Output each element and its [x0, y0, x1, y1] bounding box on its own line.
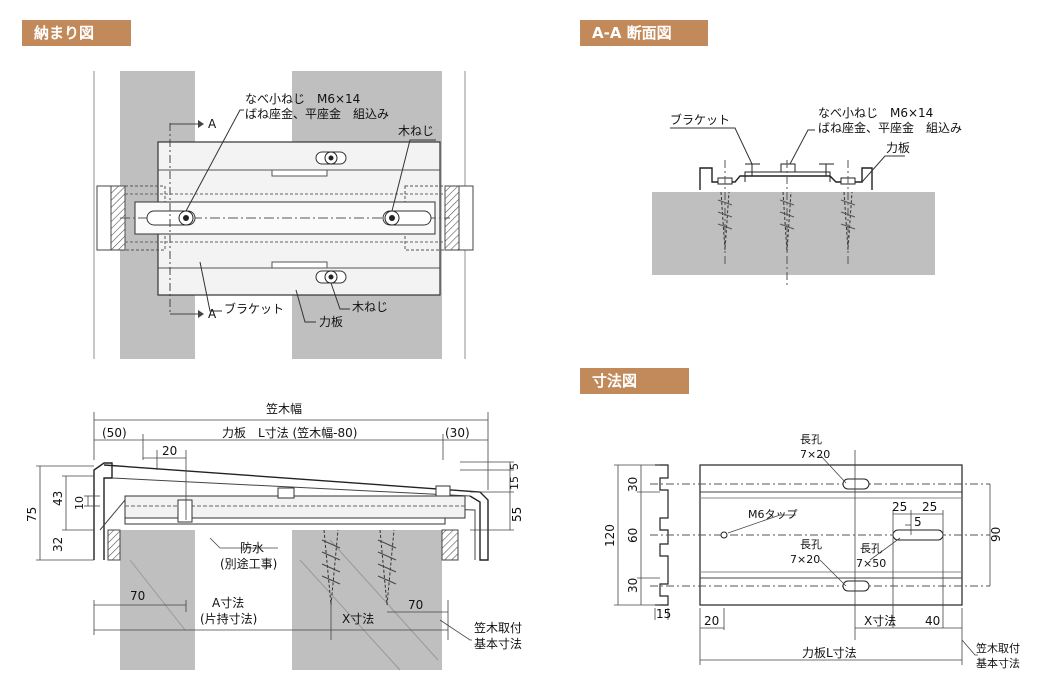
dd-base-dim-1: 笠木取付	[976, 641, 1020, 655]
dim-43: 43	[51, 491, 65, 506]
label-waterproof: 防水	[240, 540, 264, 555]
dim-a: A寸法	[212, 596, 244, 610]
dim-a-note: (片持寸法)	[200, 611, 257, 626]
dd-dim-5: 5	[914, 515, 922, 529]
dd-long-hole-mid-size: 7×20	[790, 553, 820, 566]
section-title-assembly: 納まり図	[22, 20, 131, 46]
dim-10: 10	[73, 496, 86, 510]
dd-dim-90: 90	[989, 527, 1003, 542]
dim-left-margin: (50)	[102, 426, 127, 440]
kasagi-section-view	[36, 412, 514, 671]
dd-long-hole-top: 長孔	[800, 433, 822, 446]
dd-dim-15: 15	[656, 607, 671, 621]
label-waterproof-note: (別途工事)	[220, 556, 277, 571]
dim-right-margin: (30)	[445, 426, 470, 440]
dim-15: 15	[508, 476, 521, 490]
dd-dim-x: X寸法	[864, 614, 896, 628]
label-base-dim-1: 笠木取付	[474, 620, 522, 635]
label-washer: ばね座金、平座金 組込み	[245, 106, 389, 121]
section-mark-a-bottom: A	[208, 307, 217, 321]
dd-dim-20: 20	[704, 614, 719, 628]
dim-kasagi-width: 笠木幅	[266, 401, 302, 416]
dd-long-hole-top-size: 7×20	[800, 448, 830, 461]
dd-long-hole-right: 長孔	[860, 542, 882, 555]
dim-5: 5	[508, 463, 521, 470]
section-title-dimensions: 寸法図	[580, 368, 689, 394]
dimension-drawing	[614, 450, 991, 665]
label-wood-screw-top: 木ねじ	[398, 124, 434, 138]
label-plate: 力板	[319, 315, 343, 329]
section-title-aa: A-A 断面図	[580, 20, 708, 46]
dd-dim-25a: 25	[892, 500, 907, 514]
dim-70-left: 70	[130, 589, 145, 603]
dim-20: 20	[162, 444, 177, 458]
dim-plate-length: 力板 L寸法 (笠木幅-80)	[222, 425, 357, 440]
dim-x: X寸法	[342, 612, 374, 626]
dd-dim-30-bottom: 30	[626, 578, 640, 593]
dd-dim-40: 40	[925, 614, 940, 628]
dd-dim-60: 60	[626, 528, 640, 543]
aa-label-plate: 力板	[886, 141, 910, 155]
dd-plate-l: 力板L寸法	[802, 646, 857, 660]
label-bracket: ブラケット	[224, 301, 284, 316]
section-mark-a-top: A	[208, 117, 217, 131]
dd-m6-tap: M6タップ	[748, 508, 798, 521]
dim-55: 55	[510, 507, 524, 522]
dd-dim-120: 120	[603, 524, 617, 547]
dim-70-right: 70	[408, 598, 423, 612]
dd-base-dim-2: 基本寸法	[976, 656, 1020, 670]
assembly-plan-view	[93, 71, 474, 359]
dd-long-hole-mid: 長孔	[800, 538, 822, 551]
section-aa-view	[652, 127, 935, 285]
label-base-dim-2: 基本寸法	[474, 637, 522, 651]
dd-long-hole-right-size: 7×50	[856, 557, 886, 570]
aa-label-washer: ばね座金、平座金 組込み	[818, 120, 962, 135]
dd-dim-30-top: 30	[626, 477, 640, 492]
dim-32: 32	[51, 537, 65, 552]
aa-label-bracket: ブラケット	[670, 112, 730, 127]
label-screw: なべ小ねじ M6×14	[245, 92, 360, 106]
dim-75: 75	[25, 507, 39, 522]
dd-dim-25b: 25	[922, 500, 937, 514]
aa-label-screw: なべ小ねじ M6×14	[818, 106, 933, 120]
label-wood-screw-bottom: 木ねじ	[352, 300, 388, 314]
